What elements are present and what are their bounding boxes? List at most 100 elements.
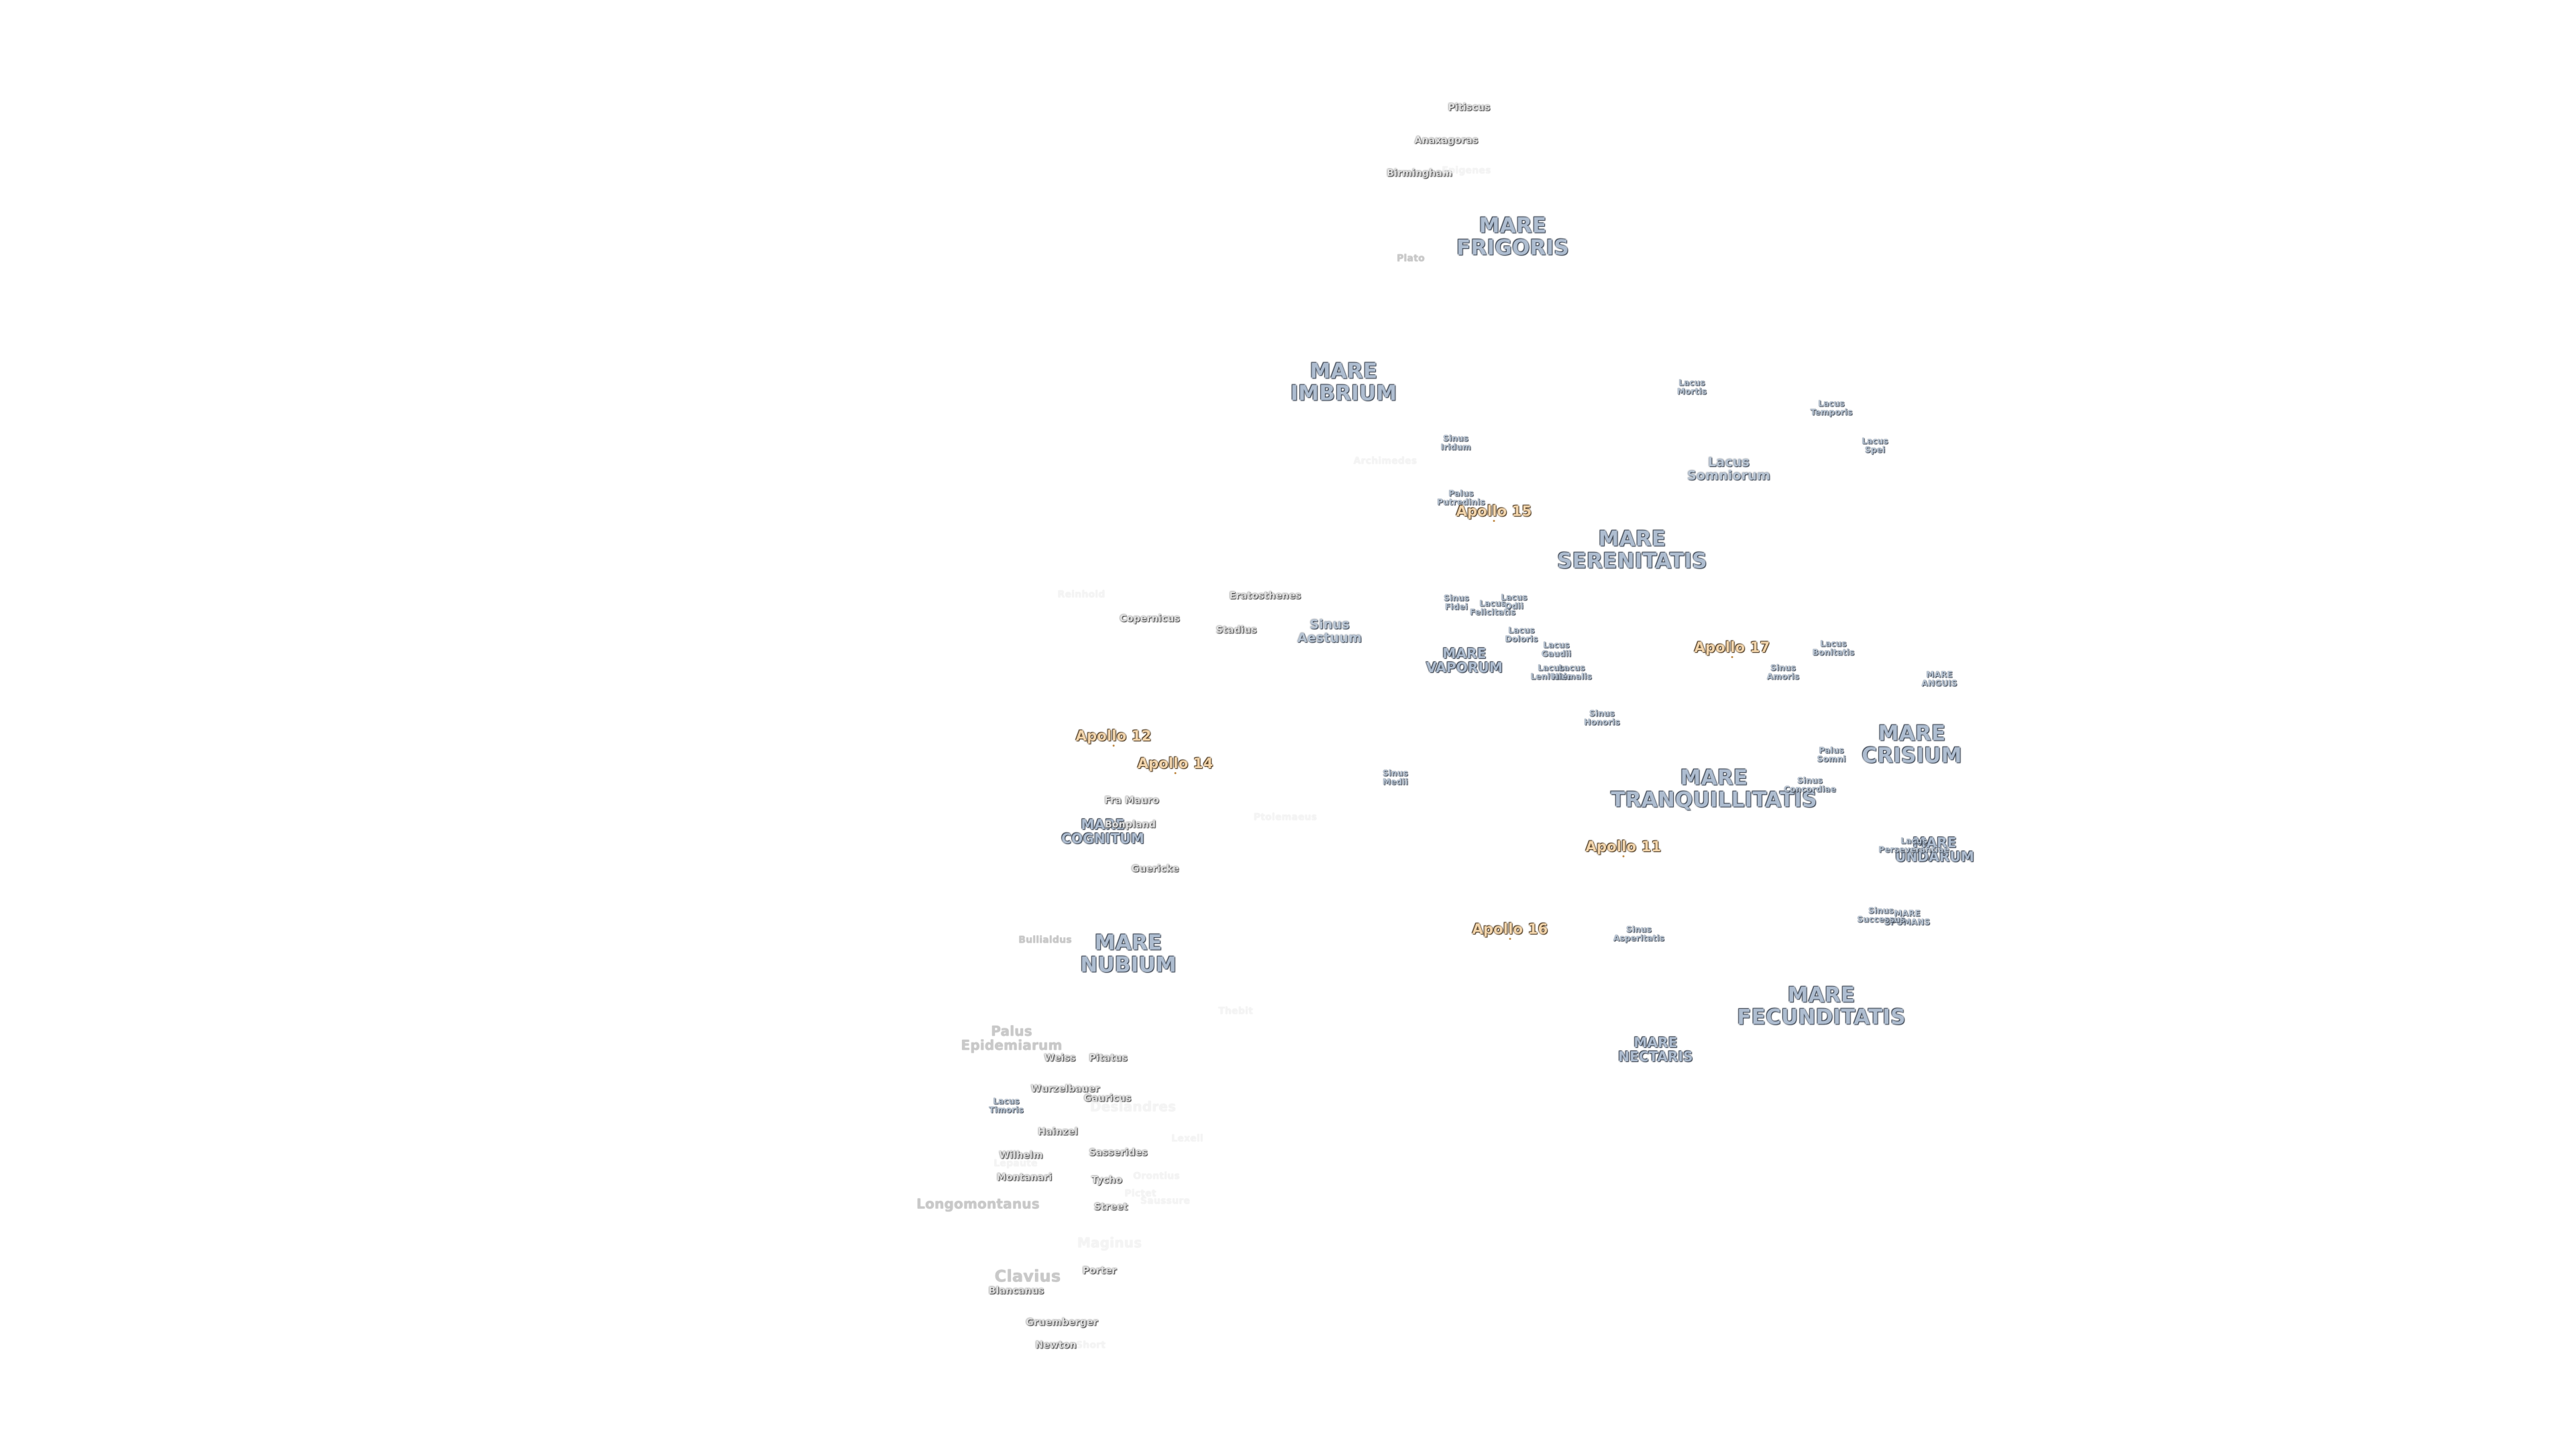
map-label-line: FRIGORIS xyxy=(1456,235,1569,260)
map-label-plato: Plato xyxy=(1397,254,1425,264)
map-label-line: Guericke xyxy=(1131,863,1179,875)
map-label-line: Lacus xyxy=(1501,592,1527,602)
map-label-wilhelm: Wilhelm xyxy=(999,1150,1042,1161)
map-label-line: Lacus xyxy=(993,1096,1020,1106)
map-label-line: MARE xyxy=(1309,359,1378,384)
map-label-line: Weiss xyxy=(1044,1053,1076,1064)
map-label-line: Lacus xyxy=(1479,598,1506,608)
map-label-line: FECUNDITATIS xyxy=(1737,1005,1906,1029)
map-label-line: MARE xyxy=(1094,930,1163,955)
map-label-bonpland: Bonpland xyxy=(1105,820,1156,830)
map-label-epigenes: Epigenes xyxy=(1442,166,1491,176)
map-label-reinhold: Reinhold xyxy=(1057,590,1105,600)
map-label-saussure: Saussure xyxy=(1140,1196,1190,1207)
map-label-line: Sinus xyxy=(1589,708,1615,718)
map-label-line: Lepaute xyxy=(994,1158,1038,1169)
map-label-hainzel: Hainzel xyxy=(1038,1126,1078,1138)
map-label-line: Iridum xyxy=(1440,442,1471,451)
map-label-line: Apollo 17 xyxy=(1694,639,1770,655)
map-label-ptolemaeus: Ptolemaeus xyxy=(1253,812,1318,823)
map-label-line: Thebit xyxy=(1218,1006,1253,1017)
map-label-line: Lacus xyxy=(1678,378,1705,388)
map-label-line: Somni xyxy=(1817,754,1846,763)
map-label-line: Sinus xyxy=(1626,924,1652,934)
map-label-line: MARE xyxy=(1913,835,1957,851)
map-label-line: Apollo 14 xyxy=(1137,755,1214,771)
map-label-line: Sinus xyxy=(1797,775,1823,786)
map-label-line: Epidemiarum xyxy=(961,1037,1063,1053)
map-label-line: Hiemalis xyxy=(1552,672,1592,681)
map-label-line: Street xyxy=(1093,1201,1128,1213)
map-label-orontius: Orontius xyxy=(1133,1171,1180,1182)
map-label-line: MARE xyxy=(1680,765,1748,790)
map-label-line: Lacus xyxy=(1707,455,1750,470)
map-label-line: Hainzel xyxy=(1038,1126,1078,1138)
map-label-line: CRISIUM xyxy=(1862,743,1962,767)
map-label-street: Street xyxy=(1093,1201,1128,1213)
map-label-clavius: Clavius xyxy=(995,1268,1061,1285)
map-label-line: Orontius xyxy=(1133,1171,1180,1182)
map-label-line: VAPORUM xyxy=(1426,659,1503,676)
map-label-stadius: Stadius xyxy=(1216,625,1257,636)
map-label-line: Amoris xyxy=(1766,672,1800,681)
map-label-longomontanus: Longomontanus xyxy=(916,1197,1040,1212)
map-label-line: Lacus xyxy=(1820,639,1847,649)
map-label-line: Sinus xyxy=(1443,433,1468,443)
map-label-apollo-14: Apollo 14 xyxy=(1137,755,1214,775)
map-label-line: Apollo 15 xyxy=(1456,502,1532,519)
map-label-short: Short xyxy=(1076,1340,1106,1351)
map-label-line: Ptolemaeus xyxy=(1253,812,1318,823)
map-label-line: Asperitatis xyxy=(1613,933,1665,943)
map-label-line: Lacus xyxy=(1818,398,1845,409)
map-label-line: MARE xyxy=(1894,908,1921,918)
map-label-line: MARE xyxy=(1081,816,1125,833)
map-label-line: Longomontanus xyxy=(916,1195,1040,1212)
map-label-birmingham: Birmingham xyxy=(1387,168,1452,179)
map-label-line: SPUMANS xyxy=(1884,917,1931,926)
map-label-line: Pitatus xyxy=(1089,1053,1128,1064)
map-label-line: Gruemberger xyxy=(1026,1317,1098,1328)
map-label-line: Bonpland xyxy=(1104,819,1157,830)
map-label-weiss: Weiss xyxy=(1044,1053,1076,1064)
map-label-line: Apollo 16 xyxy=(1472,920,1548,937)
map-label-blancanus: Blancanus xyxy=(989,1286,1044,1297)
map-label-line: Felicitatis xyxy=(1469,607,1516,616)
map-label-line: Anaxagoras xyxy=(1414,135,1479,146)
map-label-line: Lacus xyxy=(1900,836,1927,846)
map-label-line: Lacus xyxy=(1508,625,1535,635)
map-label-line: Sinus xyxy=(1868,906,1894,916)
map-label-pitatus: Pitatus xyxy=(1089,1053,1128,1064)
map-label-apollo-17: Apollo 17 xyxy=(1694,639,1770,659)
map-label-lepaute: Lepaute xyxy=(994,1159,1037,1169)
map-label-porter: Porter xyxy=(1082,1266,1116,1277)
map-label-line: Putredinis xyxy=(1437,497,1485,506)
map-label-line: SERENITATIS xyxy=(1557,549,1707,573)
map-label-line: Gaudii xyxy=(1541,649,1572,658)
map-label-line: Bullialdus xyxy=(1018,934,1072,946)
map-label-line: Sinus xyxy=(1770,663,1796,673)
map-label-line: Stadius xyxy=(1216,625,1257,636)
map-label-line: Successus xyxy=(1857,914,1905,924)
map-label-archimedes: Archimedes xyxy=(1354,456,1417,467)
map-label-maginus: Maginus xyxy=(1077,1236,1142,1250)
map-label-line: Aestuum xyxy=(1297,631,1362,645)
map-label-wurzelbauer: Wurzelbauer xyxy=(1031,1084,1100,1095)
